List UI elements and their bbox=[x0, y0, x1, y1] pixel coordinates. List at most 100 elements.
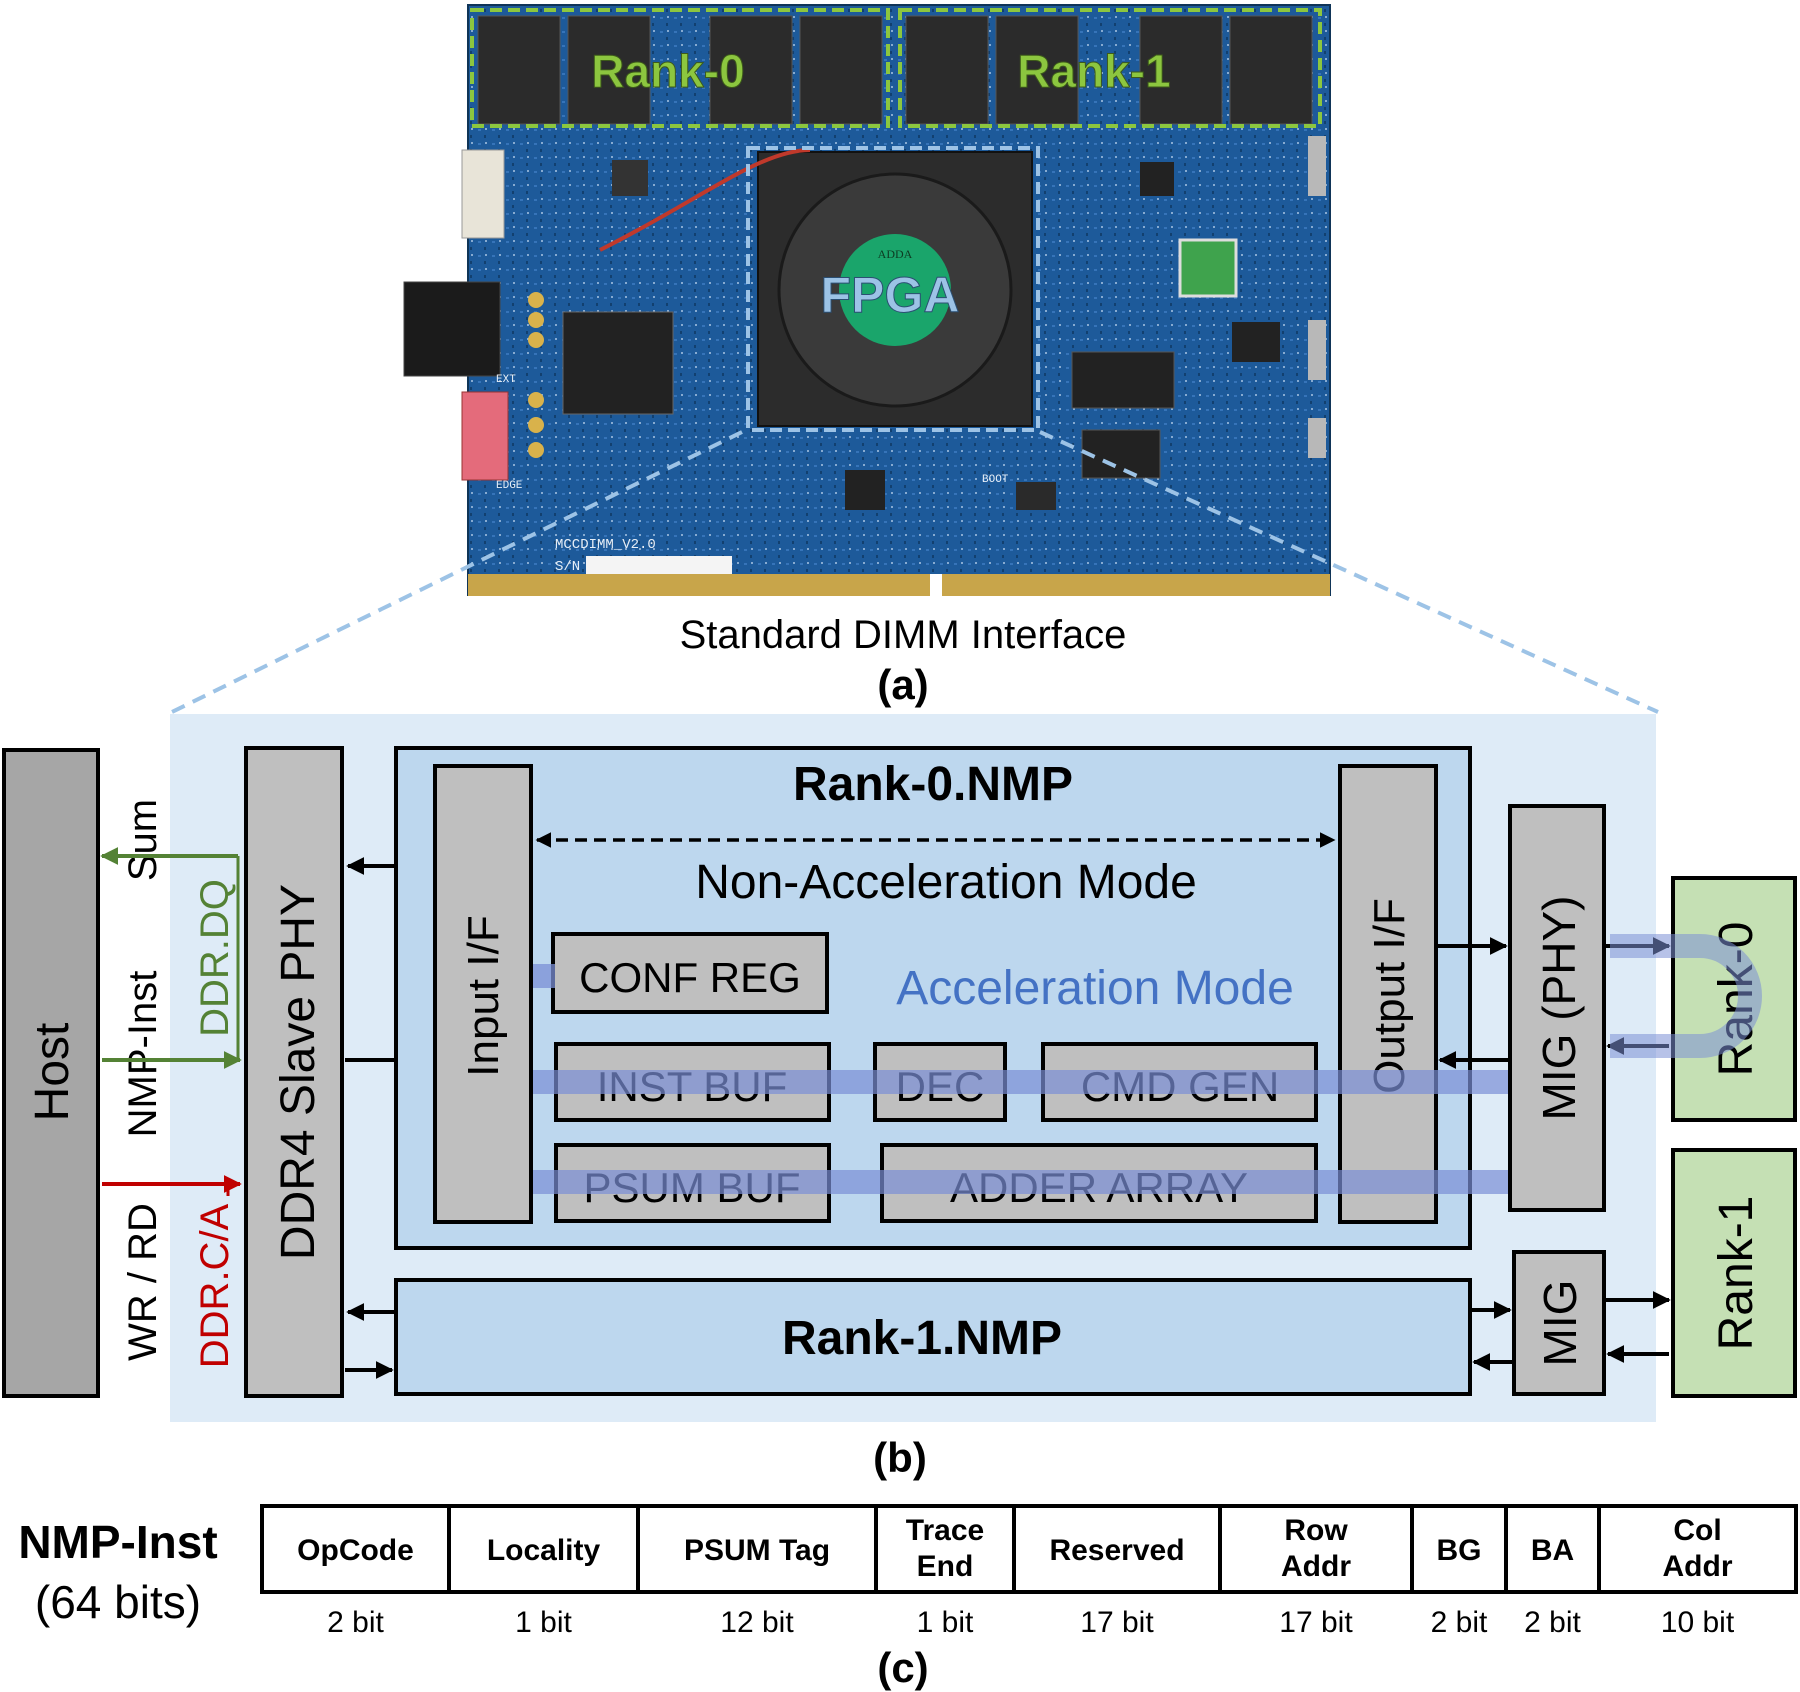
inst-title: NMP-Inst bbox=[18, 1516, 217, 1568]
silkscreen-sn: S/N bbox=[555, 559, 580, 575]
rank1-nmp-title: Rank-1.NMP bbox=[782, 1312, 1062, 1365]
inst-field-name: Col bbox=[1673, 1514, 1721, 1547]
right-connector bbox=[1308, 320, 1326, 380]
header-pin bbox=[528, 332, 544, 348]
small-ic bbox=[1140, 162, 1174, 196]
zoom-line-left bbox=[171, 430, 743, 714]
inductor bbox=[612, 160, 648, 196]
fpga-highlight bbox=[746, 146, 1040, 432]
rank0-highlight bbox=[470, 8, 890, 128]
nmp-inst-signal-label: NMP-Inst bbox=[121, 971, 165, 1138]
header-pin bbox=[528, 292, 544, 308]
inst-field-name: End bbox=[917, 1550, 974, 1583]
header-pin bbox=[528, 417, 544, 433]
header-pin bbox=[528, 312, 544, 328]
inst-field-name: Locality bbox=[487, 1534, 601, 1567]
white-connector bbox=[461, 149, 505, 239]
host-label: Host bbox=[26, 1023, 79, 1122]
inst-field-bits: 12 bit bbox=[720, 1606, 794, 1639]
conf-reg-label: CONF REG bbox=[579, 954, 801, 1001]
mig-phy-label: MIG (PHY) bbox=[1533, 896, 1585, 1121]
rank1-highlight bbox=[898, 8, 1322, 128]
rank1-label: Rank-1 bbox=[1710, 1196, 1763, 1351]
inst-field-name: Addr bbox=[1281, 1550, 1351, 1583]
photo-caption: Standard DIMM Interface bbox=[680, 613, 1127, 657]
non-accel-mode-label: Non-Acceleration Mode bbox=[695, 856, 1197, 909]
inst-field-bits: 2 bit bbox=[1431, 1606, 1488, 1639]
power-jack bbox=[403, 281, 501, 377]
panel-b-label: (b) bbox=[873, 1434, 927, 1481]
pcb-gold-edge bbox=[468, 574, 1330, 596]
inst-field-bits: 17 bit bbox=[1080, 1606, 1154, 1639]
fan-brand: ADDA bbox=[878, 247, 913, 261]
input-if-label: Input I/F bbox=[459, 915, 508, 1076]
right-connector bbox=[1308, 136, 1326, 196]
silkscreen-ext: EXT bbox=[496, 374, 516, 386]
inst-field-name: OpCode bbox=[297, 1534, 414, 1567]
rank0-loop-path bbox=[1610, 934, 1762, 1058]
pcb-edge-notch bbox=[930, 574, 942, 596]
header-pin bbox=[528, 442, 544, 458]
green-ic bbox=[1178, 238, 1238, 298]
inst-field-bits: 1 bit bbox=[515, 1606, 572, 1639]
inst-field-table: OpCode 2 bit Locality 1 bit PSUM Tag 12 bit Tr… bbox=[260, 1504, 1798, 1639]
right-connector bbox=[1308, 418, 1326, 458]
dip-switch-boot bbox=[1016, 482, 1056, 510]
dip-switch bbox=[461, 391, 509, 481]
inst-field-name: BG bbox=[1437, 1534, 1482, 1567]
inst-subtitle: (64 bits) bbox=[35, 1576, 201, 1628]
inst-field-name: BA bbox=[1531, 1534, 1574, 1567]
rank1-block bbox=[1671, 1148, 1797, 1398]
ddr4-slave-phy-label: DDR4 Slave PHY bbox=[272, 884, 325, 1260]
small-ic bbox=[1081, 429, 1161, 479]
mig-phy-block bbox=[1508, 804, 1606, 1212]
inst-field-name: Reserved bbox=[1049, 1534, 1184, 1567]
ddr-dq-label: DDR.DQ bbox=[193, 879, 237, 1037]
accel-mode-label: Acceleration Mode bbox=[896, 962, 1294, 1015]
inst-data-path bbox=[533, 1070, 1508, 1094]
header-pin bbox=[528, 392, 544, 408]
controller-ic bbox=[562, 311, 674, 415]
fan-wire bbox=[599, 148, 811, 252]
rank0-block bbox=[1671, 876, 1797, 1122]
ddr4-slave-phy-block bbox=[244, 746, 344, 1398]
inst-field-bits: 10 bit bbox=[1661, 1606, 1735, 1639]
inst-field-bits: 17 bit bbox=[1279, 1606, 1353, 1639]
host-block bbox=[2, 748, 100, 1398]
rank0-dram-chips bbox=[477, 15, 883, 125]
inst-field-name: PSUM Tag bbox=[684, 1534, 830, 1567]
mig-block bbox=[1512, 1250, 1606, 1396]
inst-field-name: Row bbox=[1284, 1514, 1348, 1547]
sum-label: Sum bbox=[121, 799, 165, 881]
inst-field-bits: 1 bit bbox=[917, 1606, 974, 1639]
ddr-ca-label: DDR.C/A bbox=[193, 1203, 237, 1368]
zoom-line-right bbox=[1039, 430, 1659, 714]
pcb-photo: Rank-0 Rank-1 EXT EDGE BOOT MCCDIMM_V2.0… bbox=[403, 4, 1331, 708]
inst-format: NMP-Inst (64 bits) OpCode 2 bit Locality 1 … bbox=[18, 1504, 1798, 1691]
panel-a-label: (a) bbox=[877, 661, 928, 708]
sn-label-area bbox=[586, 556, 732, 574]
inst-field-frame bbox=[260, 1504, 1798, 1594]
mig-label: MIG bbox=[1534, 1280, 1586, 1367]
panel-c-label: (c) bbox=[877, 1644, 928, 1691]
inst-field-name: Trace bbox=[906, 1514, 984, 1547]
rank1-nmp-block bbox=[394, 1278, 1472, 1396]
rank0-photo-label: Rank-0 bbox=[591, 45, 744, 97]
output-if-block bbox=[1338, 764, 1438, 1224]
psum-data-path bbox=[533, 1170, 1508, 1194]
rank0-nmp-title: Rank-0.NMP bbox=[793, 758, 1073, 811]
block-diagram: Host Sum NMP-Inst WR / RD DDR.DQ DDR.C/A… bbox=[2, 714, 1797, 1481]
small-ic bbox=[1071, 351, 1175, 409]
input-if-block bbox=[433, 764, 533, 1224]
silkscreen-board: MCCDIMM_V2.0 bbox=[555, 537, 656, 553]
output-if-label: Output I/F bbox=[1365, 898, 1414, 1094]
fpga-label: FPGA bbox=[821, 267, 960, 323]
silkscreen-edge: EDGE bbox=[496, 480, 523, 492]
inst-field-bits: 2 bit bbox=[1524, 1606, 1581, 1639]
inst-field-bits: 2 bit bbox=[327, 1606, 384, 1639]
fan-hub bbox=[839, 234, 951, 346]
small-ic bbox=[845, 470, 885, 510]
rank1-photo-label: Rank-1 bbox=[1017, 45, 1170, 97]
wr-rd-label: WR / RD bbox=[121, 1203, 165, 1361]
